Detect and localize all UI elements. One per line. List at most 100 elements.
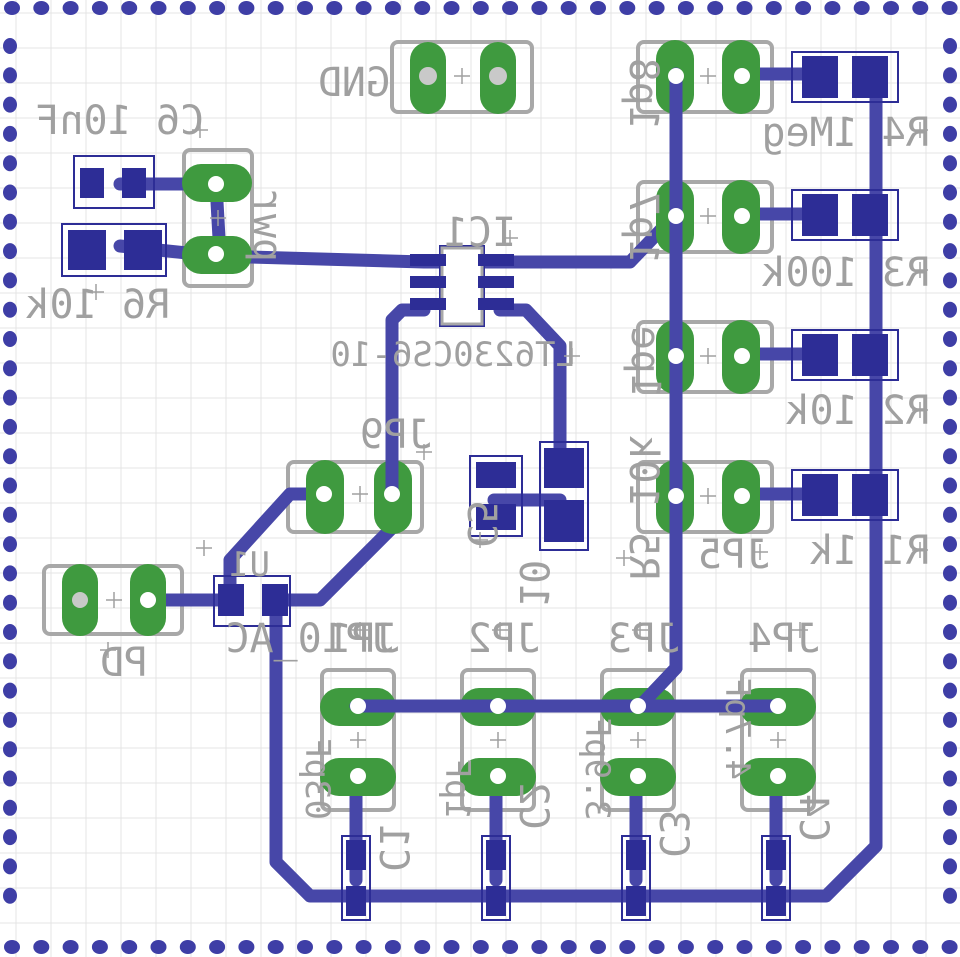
edge-dot <box>943 477 957 494</box>
edge-dot <box>297 940 313 954</box>
edge-dot <box>355 1 372 15</box>
edge-dot <box>267 1 284 15</box>
edge-dot <box>677 1 694 15</box>
edge-dot <box>795 940 812 954</box>
label-r3: R3 100k <box>761 250 930 296</box>
edge-dot <box>941 1 958 15</box>
edge-dot <box>3 418 17 435</box>
edge-dot <box>150 1 167 15</box>
edge-dot <box>3 125 17 142</box>
edge-dot <box>531 1 548 15</box>
label-r5: R5 10k <box>620 436 666 581</box>
edge-dot <box>943 125 957 142</box>
edge-dot <box>3 389 17 406</box>
edge-dot <box>824 1 841 15</box>
edge-dot <box>943 331 957 347</box>
edge-dot <box>3 184 17 201</box>
edge-dot <box>943 448 957 465</box>
smd-parts <box>61 51 899 921</box>
edge-dot <box>943 38 957 54</box>
drill-holes <box>140 68 786 784</box>
edge-dot <box>3 682 17 699</box>
edge-dot <box>943 653 957 670</box>
edge-dot <box>883 1 899 15</box>
edge-dot <box>384 1 401 15</box>
edge-dot <box>209 940 226 954</box>
edge-dot <box>3 506 17 523</box>
label-c2-val: 1pF <box>437 759 477 820</box>
edge-dot <box>3 565 17 582</box>
edge-dot <box>502 940 519 954</box>
edge-dot <box>238 1 255 15</box>
edge-dot <box>560 940 577 954</box>
edge-dot <box>943 799 957 816</box>
edge-dot <box>3 477 17 494</box>
edge-dot <box>3 653 17 670</box>
label-r1: R1 1k <box>810 528 930 574</box>
edge-dot <box>943 184 957 201</box>
label-ic1: IC1 <box>444 210 516 256</box>
edge-dot <box>179 1 196 15</box>
label-u1: U1 <box>229 545 270 585</box>
edge-dot <box>795 1 812 15</box>
label-gnd: GND <box>318 60 390 106</box>
edge-dot <box>3 213 17 230</box>
edge-dot <box>765 1 782 15</box>
edge-dot <box>3 301 17 318</box>
edge-dot <box>736 1 753 15</box>
label-jp1: JP1 <box>328 616 400 662</box>
edge-dot <box>590 1 606 15</box>
edge-dot <box>941 940 958 954</box>
edge-dot <box>531 940 548 954</box>
edge-dot <box>619 940 636 954</box>
edge-dot <box>3 536 17 553</box>
label-c1: C1 <box>370 824 416 872</box>
edge-dot <box>883 940 899 954</box>
label-c2: C2 <box>510 782 556 830</box>
edge-dot <box>707 1 724 15</box>
edge-dot <box>943 594 957 611</box>
edge-dot <box>414 1 431 15</box>
edge-dot <box>619 1 636 15</box>
edge-dot <box>736 940 753 954</box>
edge-dot <box>267 940 284 954</box>
edge-dot <box>943 418 957 435</box>
edge-dot <box>121 940 138 954</box>
edge-dot <box>943 96 957 113</box>
edge-dot <box>943 770 957 787</box>
edge-dot <box>326 1 343 15</box>
edge-dot <box>62 1 79 15</box>
label-r6: R6 10k <box>26 282 171 328</box>
edge-dot <box>502 1 519 15</box>
label-r2: R2 10k <box>786 388 931 434</box>
edge-dot <box>943 682 957 699</box>
edge-dot <box>33 940 50 954</box>
edge-dot <box>912 1 929 15</box>
edge-dot <box>238 940 255 954</box>
edge-dot <box>943 506 957 523</box>
label-r4: R4 1Meg <box>761 110 930 156</box>
label-1p7: 1p7 <box>620 192 666 264</box>
edge-dot <box>4 940 20 954</box>
label-1p8: 1p8 <box>620 58 666 130</box>
label-c3-val: 3.9pF <box>577 718 617 820</box>
origin-crosses <box>88 68 928 748</box>
edge-dot <box>472 940 489 954</box>
edge-dot <box>3 38 17 54</box>
edge-dot <box>3 594 17 611</box>
edge-dot <box>3 272 17 289</box>
edge-dot <box>3 770 17 787</box>
label-r5-alt: 1pe <box>622 326 668 398</box>
edge-dot <box>677 940 694 954</box>
edge-dot <box>384 940 401 954</box>
edge-dot <box>853 1 870 15</box>
edge-dot <box>3 360 17 377</box>
edge-dot <box>3 96 17 113</box>
edge-dot <box>853 940 870 954</box>
label-c5-val: 10 <box>510 560 556 608</box>
edge-dot <box>943 829 957 846</box>
edge-dot <box>3 624 17 640</box>
through-hole-pads <box>62 40 816 796</box>
edge-dot <box>648 940 665 954</box>
